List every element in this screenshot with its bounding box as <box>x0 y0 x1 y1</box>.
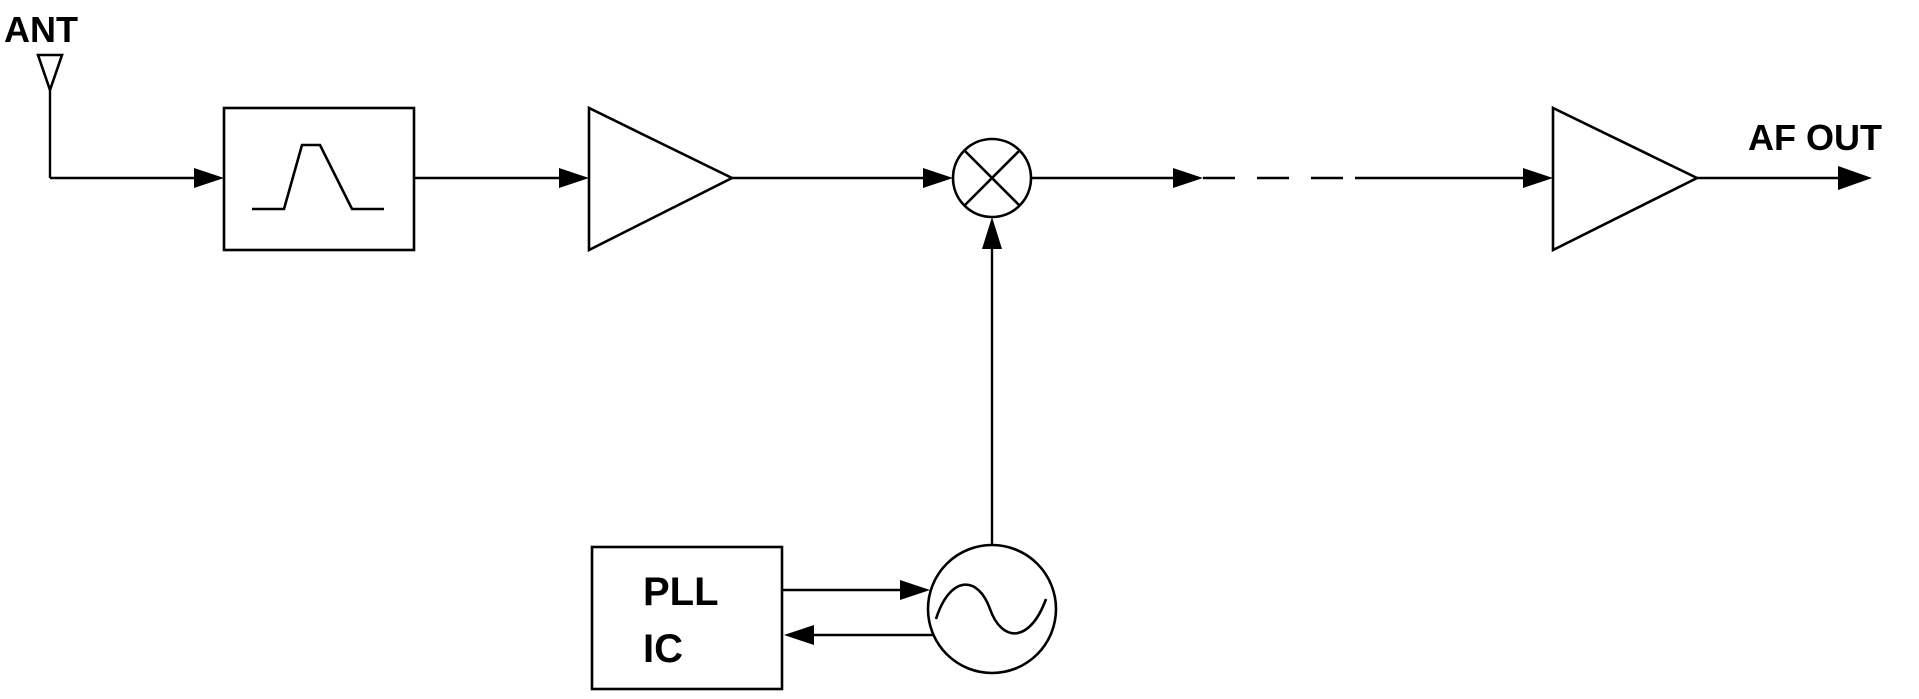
wire-oscillator-to-pll-feedback <box>784 625 934 645</box>
wire-output <box>1697 166 1872 190</box>
rf-amplifier-triangle <box>587 105 735 253</box>
pll-ic-block <box>590 545 784 691</box>
wire-oscillator-to-mixer <box>982 217 1002 545</box>
af-amplifier-triangle <box>1551 105 1700 253</box>
pll-label-line2: IC <box>643 627 683 671</box>
oscillator-symbol <box>926 543 1058 675</box>
bandpass-icon <box>252 143 384 211</box>
wire-antenna-to-filter <box>50 168 224 188</box>
pll-label-line1: PLL <box>643 570 719 614</box>
wire-amplifier-to-mixer <box>732 168 953 188</box>
antenna-label: ANT <box>4 9 78 50</box>
mixer-symbol <box>951 137 1033 219</box>
wire-mixer-to-if-chain <box>1031 168 1553 188</box>
wire-pll-to-oscillator <box>782 580 930 600</box>
wire-filter-to-amplifier <box>414 168 589 188</box>
output-label: AF OUT <box>1748 117 1882 158</box>
bandpass-filter-block <box>222 106 416 252</box>
sine-wave-icon <box>934 583 1048 635</box>
antenna-symbol <box>36 53 64 178</box>
